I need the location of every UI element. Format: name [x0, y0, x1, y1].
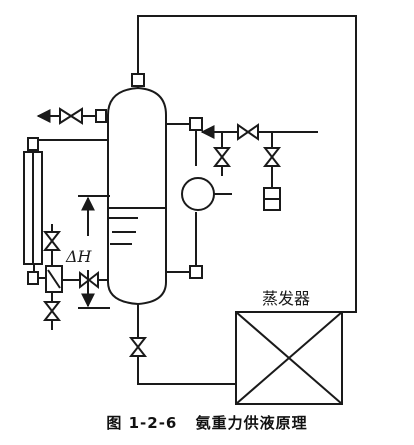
float-lower-fitting — [189, 265, 203, 279]
evaporator-label: 蒸发器 — [262, 289, 310, 308]
bypass-right-valve-icon — [262, 147, 282, 167]
evaporator-feed-valve-icon — [128, 337, 148, 357]
gauge-top-fitting — [27, 137, 39, 151]
float-lower-pipe — [166, 212, 197, 273]
gas-return-pipe — [137, 15, 357, 313]
gauge-top-pipe — [33, 139, 108, 150]
gas-outlet-flange — [95, 109, 107, 123]
delta-h-label: ΔH — [65, 247, 93, 266]
bypass-left-valve-icon — [212, 147, 232, 167]
figure-number: 图 1-2-6 — [106, 414, 178, 432]
evaporator-feed-pipe — [137, 304, 236, 385]
gauge-bottom-fitting — [27, 271, 39, 285]
separator-vessel — [107, 86, 167, 306]
liquid-inlet-valve-icon — [237, 123, 259, 141]
float-switch-body — [181, 177, 215, 211]
filter-element — [47, 269, 61, 289]
float-upper-fitting — [189, 117, 203, 131]
figure-title: 氨重力供液原理 — [195, 414, 308, 432]
gas-outlet-valve-icon — [59, 107, 83, 125]
figure-caption: 图 1-2-6 氨重力供液原理 — [0, 412, 414, 433]
gauge-drain-valve-icon — [42, 231, 62, 251]
top-fitting — [131, 73, 145, 87]
bottom-drain-valve-icon — [42, 301, 62, 321]
evaporator-cross-2 — [235, 311, 343, 405]
